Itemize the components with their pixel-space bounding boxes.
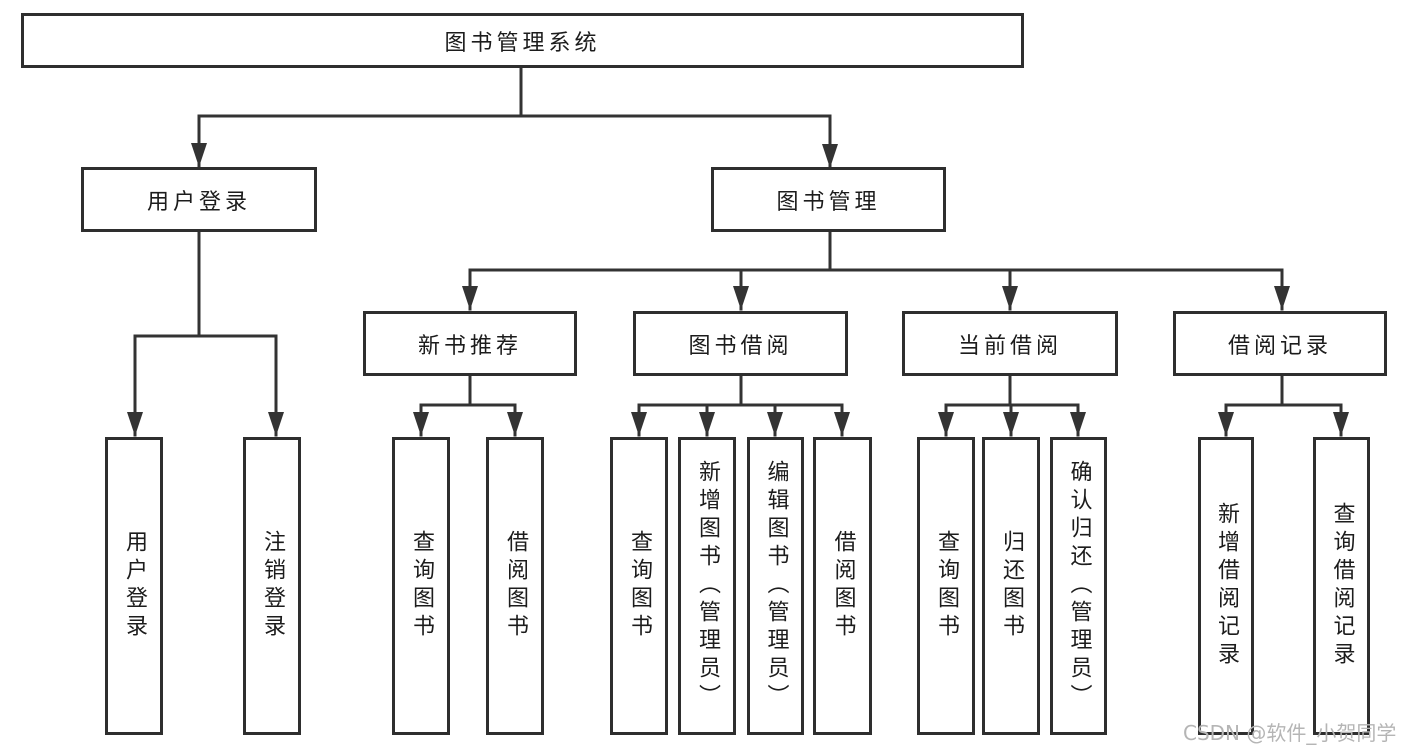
leaf-cb-query-books: 查询图书 — [917, 437, 975, 735]
node-current-borrowing: 当前借阅 — [902, 311, 1118, 376]
spine-borrowing-records — [1224, 374, 1343, 407]
leaf-bb-edit-book-admin: 编辑图书（管理员） — [747, 437, 804, 735]
node-library-management-system: 图书管理系统 — [21, 13, 1024, 68]
node-book-management: 图书管理 — [711, 167, 946, 232]
csdn-watermark: CSDN @软件_小贺同学 — [1183, 721, 1397, 745]
leaf-br-add-record: 新增借阅记录 — [1198, 437, 1254, 735]
leaf-bb-borrow-books: 借阅图书 — [813, 437, 872, 735]
leaf-rec-query-books: 查询图书 — [392, 437, 450, 735]
spine-current-borrowing — [944, 374, 1080, 407]
leaf-br-query-record: 查询借阅记录 — [1313, 437, 1370, 735]
leaf-bb-add-book-admin: 新增图书（管理员） — [678, 437, 736, 735]
leaf-cb-confirm-return-admin: 确认归还（管理员） — [1050, 437, 1107, 735]
leaf-bb-query-books: 查询图书 — [610, 437, 668, 735]
node-user-login: 用户登录 — [81, 167, 317, 232]
spine-root — [197, 66, 832, 118]
node-new-book-recommend: 新书推荐 — [363, 311, 577, 376]
leaf-logout-login: 注销登录 — [243, 437, 301, 735]
leaf-cb-return-books: 归还图书 — [982, 437, 1040, 735]
leaf-rec-borrow-books: 借阅图书 — [486, 437, 544, 735]
node-book-borrowing: 图书借阅 — [633, 311, 848, 376]
spine-book-borrowing — [637, 374, 844, 407]
spine-new-book-recommend — [419, 374, 517, 407]
spine-user-login — [133, 230, 278, 338]
leaf-user-login: 用户登录 — [105, 437, 163, 735]
node-borrowing-records: 借阅记录 — [1173, 311, 1387, 376]
spine-book-management — [468, 230, 1284, 272]
